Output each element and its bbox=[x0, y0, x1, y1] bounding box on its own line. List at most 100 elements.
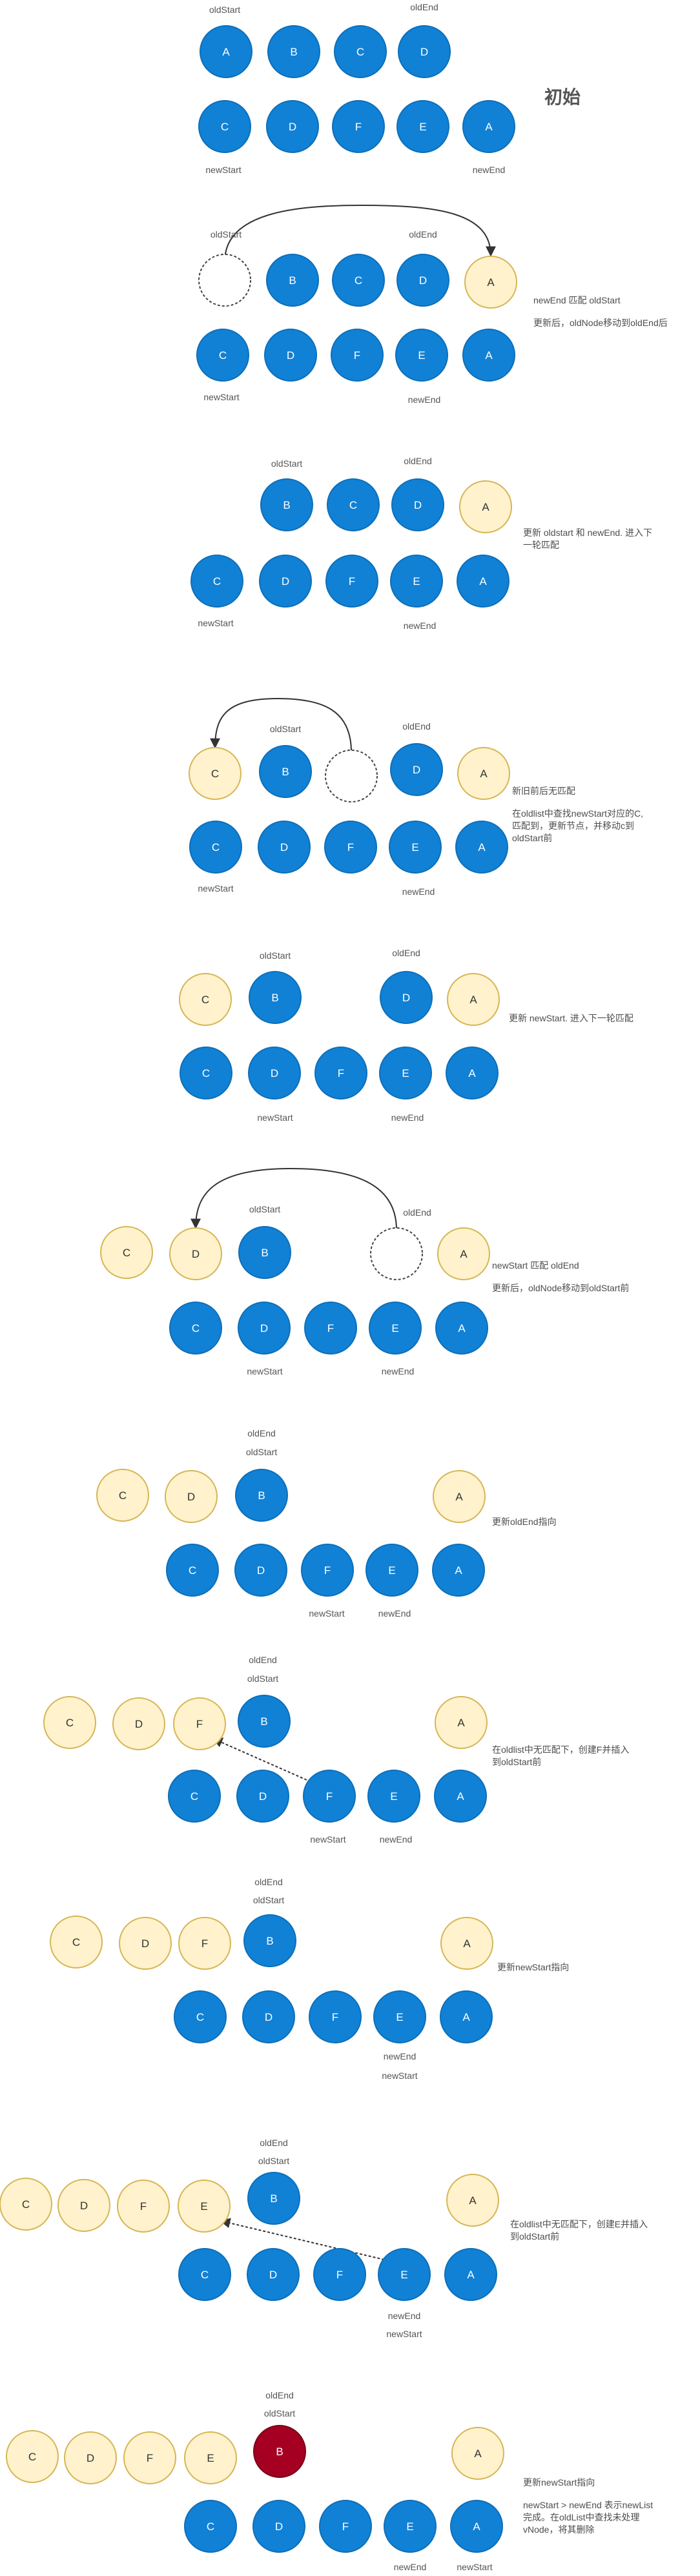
new-node-circle bbox=[325, 555, 378, 608]
new-node-circle bbox=[373, 1990, 426, 2043]
step-note-line: newEnd 匹配 oldStart bbox=[533, 295, 621, 305]
new-node: A bbox=[434, 1770, 487, 1823]
new-node-letter: F bbox=[324, 1564, 331, 1577]
new-node-letter: D bbox=[269, 2269, 277, 2281]
step-note-line: 在oldlist中无匹配下，创建F并插入 bbox=[492, 1744, 629, 1755]
step-note-line: 在oldlist中查找newStart对应的C, bbox=[512, 808, 643, 819]
step-note-line: 更新后，oldNode移动到oldStart前 bbox=[492, 1283, 629, 1293]
step-note-line: vNode，将其删除 bbox=[523, 2524, 594, 2535]
pointer-label: newEnd bbox=[382, 1366, 415, 1376]
new-node: E bbox=[367, 1770, 420, 1823]
pointer-label: newStart bbox=[247, 1366, 282, 1376]
old-node-letter: D bbox=[80, 2200, 88, 2212]
old-node-letter: B bbox=[282, 766, 289, 778]
new-node-letter: C bbox=[202, 1067, 210, 1079]
old-node: B bbox=[238, 1695, 291, 1748]
old-node-letter: B bbox=[283, 499, 290, 511]
old-node-letter: A bbox=[487, 276, 495, 289]
old-node-circle bbox=[459, 480, 512, 533]
new-node-letter: E bbox=[411, 841, 418, 854]
new-node: F bbox=[303, 1770, 356, 1823]
old-node-letter: B bbox=[276, 2446, 283, 2458]
pointer-label: oldEnd bbox=[247, 1428, 276, 1438]
new-node: F bbox=[304, 1302, 357, 1354]
old-node-circle bbox=[267, 25, 320, 78]
old-node: B bbox=[253, 2425, 306, 2478]
old-node-circle bbox=[57, 2179, 110, 2232]
new-node-circle bbox=[440, 1990, 493, 2043]
pointer-label: newStart bbox=[257, 1112, 293, 1123]
old-node: D bbox=[391, 478, 444, 531]
old-node: C bbox=[6, 2430, 59, 2483]
new-node: F bbox=[332, 100, 385, 153]
new-node-circle bbox=[435, 1302, 488, 1354]
new-node: A bbox=[432, 1544, 485, 1597]
new-node-circle bbox=[313, 2248, 366, 2301]
new-node-letter: E bbox=[402, 1067, 409, 1079]
step-note-line: newStart 匹配 oldEnd bbox=[492, 1260, 579, 1271]
old-node-circle bbox=[96, 1469, 149, 1522]
new-node-circle bbox=[264, 329, 317, 382]
insert-arrow-e bbox=[220, 2218, 385, 2260]
old-node-circle bbox=[119, 1917, 172, 1970]
new-node-circle bbox=[450, 2500, 503, 2553]
step-note-line: 更新newStart指向 bbox=[523, 2477, 595, 2488]
new-node: A bbox=[435, 1302, 488, 1354]
old-node-circle bbox=[433, 1470, 486, 1523]
new-node-circle bbox=[389, 821, 442, 874]
pointer-label: newEnd bbox=[404, 620, 437, 631]
new-node: C bbox=[169, 1302, 222, 1354]
new-node: A bbox=[462, 329, 515, 382]
new-node-letter: E bbox=[396, 2011, 403, 2023]
old-node: C bbox=[327, 478, 380, 531]
pointer-label: oldEnd bbox=[392, 948, 420, 958]
old-node: F bbox=[173, 1697, 226, 1750]
old-node-letter: B bbox=[290, 46, 297, 58]
new-node-letter: F bbox=[355, 121, 362, 133]
new-node: C bbox=[166, 1544, 219, 1597]
new-node: A bbox=[444, 2248, 497, 2301]
old-node-letter: A bbox=[469, 994, 477, 1006]
new-node-circle bbox=[168, 1770, 221, 1823]
new-node-circle bbox=[184, 2500, 237, 2553]
new-node-circle bbox=[384, 2500, 437, 2553]
new-node-circle bbox=[248, 1047, 301, 1099]
new-node: E bbox=[369, 1302, 422, 1354]
pointer-label: oldEnd bbox=[254, 1877, 283, 1887]
old-node-circle bbox=[440, 1917, 493, 1970]
new-node-circle bbox=[309, 1990, 362, 2043]
old-node-letter: C bbox=[119, 1489, 127, 1502]
old-node-circle bbox=[112, 1697, 165, 1750]
new-node: F bbox=[309, 1990, 362, 2043]
pointer-label: oldEnd bbox=[410, 2, 438, 12]
new-node-letter: F bbox=[342, 2520, 349, 2533]
new-node-letter: D bbox=[282, 575, 289, 588]
new-node: E bbox=[396, 100, 449, 153]
new-node-letter: A bbox=[455, 1564, 462, 1577]
new-node-circle bbox=[378, 2248, 431, 2301]
old-node-circle bbox=[253, 2425, 306, 2478]
old-node-letter: C bbox=[123, 1247, 130, 1259]
new-node-circle bbox=[234, 1544, 287, 1597]
old-node-circle bbox=[184, 2431, 237, 2484]
step-note-line: 匹配到，更新节点，并移动c到 bbox=[512, 821, 634, 831]
old-node: A bbox=[433, 1470, 486, 1523]
old-node-letter: A bbox=[480, 768, 488, 780]
new-node-circle bbox=[178, 2248, 231, 2301]
pointer-label: newStart bbox=[310, 1834, 345, 1845]
old-node: D bbox=[57, 2179, 110, 2232]
new-node: E bbox=[373, 1990, 426, 2043]
old-node-circle bbox=[100, 1226, 153, 1279]
new-node-letter: C bbox=[219, 349, 227, 362]
old-node-circle bbox=[0, 2178, 52, 2231]
old-node-letter: D bbox=[141, 1937, 149, 1950]
old-node-circle bbox=[50, 1916, 103, 1968]
old-node-letter: C bbox=[211, 768, 219, 780]
old-node-circle bbox=[189, 747, 242, 800]
new-node-circle bbox=[247, 2248, 300, 2301]
new-node-circle bbox=[166, 1544, 219, 1597]
